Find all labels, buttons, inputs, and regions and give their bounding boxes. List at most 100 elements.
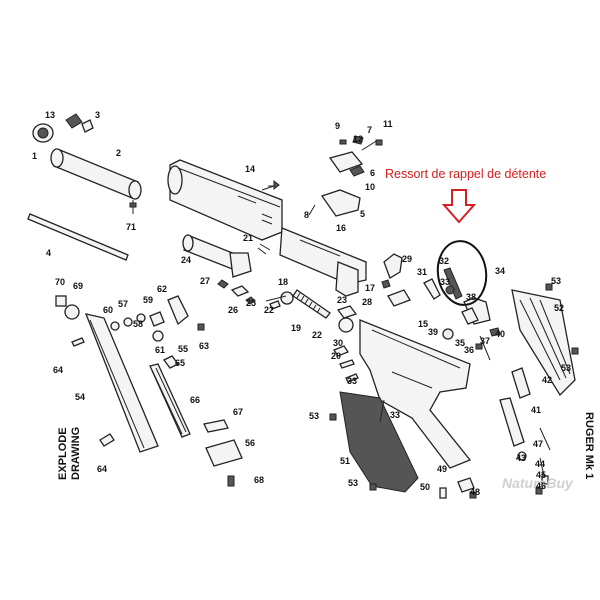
part-number: 56 xyxy=(245,438,255,448)
part-53d xyxy=(571,347,579,355)
part-20 xyxy=(333,345,349,357)
part-57 xyxy=(123,317,133,327)
part-63 xyxy=(197,323,205,331)
part-number: 52 xyxy=(554,303,564,313)
part-17 xyxy=(381,279,391,289)
part-23 xyxy=(336,305,358,319)
explode-label: EXPLODE xyxy=(57,427,69,480)
part-number: 14 xyxy=(245,164,255,174)
part-15-frame xyxy=(359,319,472,469)
part-6 xyxy=(328,151,364,173)
part-50 xyxy=(439,487,447,499)
part-30 xyxy=(339,359,355,369)
part-61 xyxy=(152,330,164,342)
part-46 xyxy=(535,487,543,495)
part-number: 53 xyxy=(561,363,571,373)
part-58 xyxy=(149,311,165,327)
spring-callout: Ressort de rappel de détente xyxy=(385,167,546,306)
part-number: 10 xyxy=(365,182,375,192)
part-number: 16 xyxy=(336,223,346,233)
part-number: 34 xyxy=(495,266,505,276)
part-39 xyxy=(442,328,454,340)
part-labels: 1 13 3 2 71 4 14 9 12 7 11 6 10 8 5 16 2… xyxy=(32,110,571,497)
model-label: RUGER Mk 1 xyxy=(583,412,595,479)
part-number: 64 xyxy=(53,365,63,375)
part-9 xyxy=(339,139,347,145)
part-number: 25 xyxy=(246,298,256,308)
part-62 xyxy=(167,295,189,326)
part-number: 54 xyxy=(75,392,85,402)
part-60 xyxy=(110,321,120,331)
part-number: 24 xyxy=(181,255,191,265)
part-25 xyxy=(245,296,256,305)
part-number: 6 xyxy=(370,168,375,178)
part-number: 1 xyxy=(32,151,37,161)
part-5-sight xyxy=(320,189,361,217)
part-number: 45 xyxy=(536,470,546,480)
side-text-left: EXPLODE DRAWING xyxy=(57,427,82,480)
part-7 xyxy=(361,139,379,151)
part-number: 4 xyxy=(46,248,51,258)
part-number: 29 xyxy=(402,254,412,264)
part-number: 62 xyxy=(157,284,167,294)
part-number: 19 xyxy=(291,323,301,333)
part-number: 50 xyxy=(420,482,430,492)
part-26 xyxy=(230,285,250,297)
part-number: 58 xyxy=(133,319,143,329)
part-number: 53 xyxy=(309,411,319,421)
part-19-spring xyxy=(292,289,331,319)
side-text-right: RUGER Mk 1 xyxy=(583,412,595,479)
part-number: 15 xyxy=(418,319,428,329)
part-number: 61 xyxy=(155,345,165,355)
part-8 xyxy=(308,204,316,216)
part-number: 47 xyxy=(533,439,543,449)
part-number: 44 xyxy=(535,459,545,469)
part-number: 67 xyxy=(233,407,243,417)
part-number: 26 xyxy=(228,305,238,315)
part-number: 49 xyxy=(437,464,447,474)
part-36 xyxy=(479,335,491,361)
part-number: 39 xyxy=(428,327,438,337)
part-number: 46 xyxy=(536,481,546,491)
part-number: 18 xyxy=(278,277,288,287)
part-number: 33 xyxy=(440,277,450,287)
part-number: 23 xyxy=(337,295,347,305)
part-64a xyxy=(71,337,85,347)
part-number: 68 xyxy=(254,475,264,485)
part-3 xyxy=(81,119,94,133)
part-14-receiver xyxy=(169,159,283,241)
part-44 xyxy=(539,457,545,477)
part-51-grip xyxy=(339,391,419,493)
part-69 xyxy=(64,304,80,320)
part-22a xyxy=(269,300,281,310)
part-number: 69 xyxy=(73,281,83,291)
part-13 xyxy=(65,113,83,129)
part-number: 64 xyxy=(97,464,107,474)
part-number: 35 xyxy=(455,338,465,348)
part-number: 60 xyxy=(103,305,113,315)
part-number: 27 xyxy=(200,276,210,286)
part-41 xyxy=(499,397,525,447)
part-53c xyxy=(369,483,377,491)
part-number: 65 xyxy=(175,358,185,368)
part-53a xyxy=(545,283,553,291)
part-47 xyxy=(539,427,551,451)
part-65 xyxy=(163,355,179,369)
part-number: 57 xyxy=(118,299,128,309)
part-number: 51 xyxy=(340,456,350,466)
highlight-circle xyxy=(436,240,488,306)
part-59 xyxy=(136,313,146,323)
part-shapes xyxy=(27,113,579,499)
part-number: 7 xyxy=(367,125,372,135)
part-number: 38 xyxy=(466,292,476,302)
part-number: 12 xyxy=(353,134,363,144)
part-number: 33 xyxy=(390,410,400,420)
part-70 xyxy=(55,295,67,307)
part-number: 17 xyxy=(365,283,375,293)
annotation-text: Ressort de rappel de détente xyxy=(385,167,546,181)
part-number: 59 xyxy=(143,295,153,305)
part-43 xyxy=(517,451,527,461)
part-number: 21 xyxy=(243,233,253,243)
part-33a xyxy=(345,373,359,383)
